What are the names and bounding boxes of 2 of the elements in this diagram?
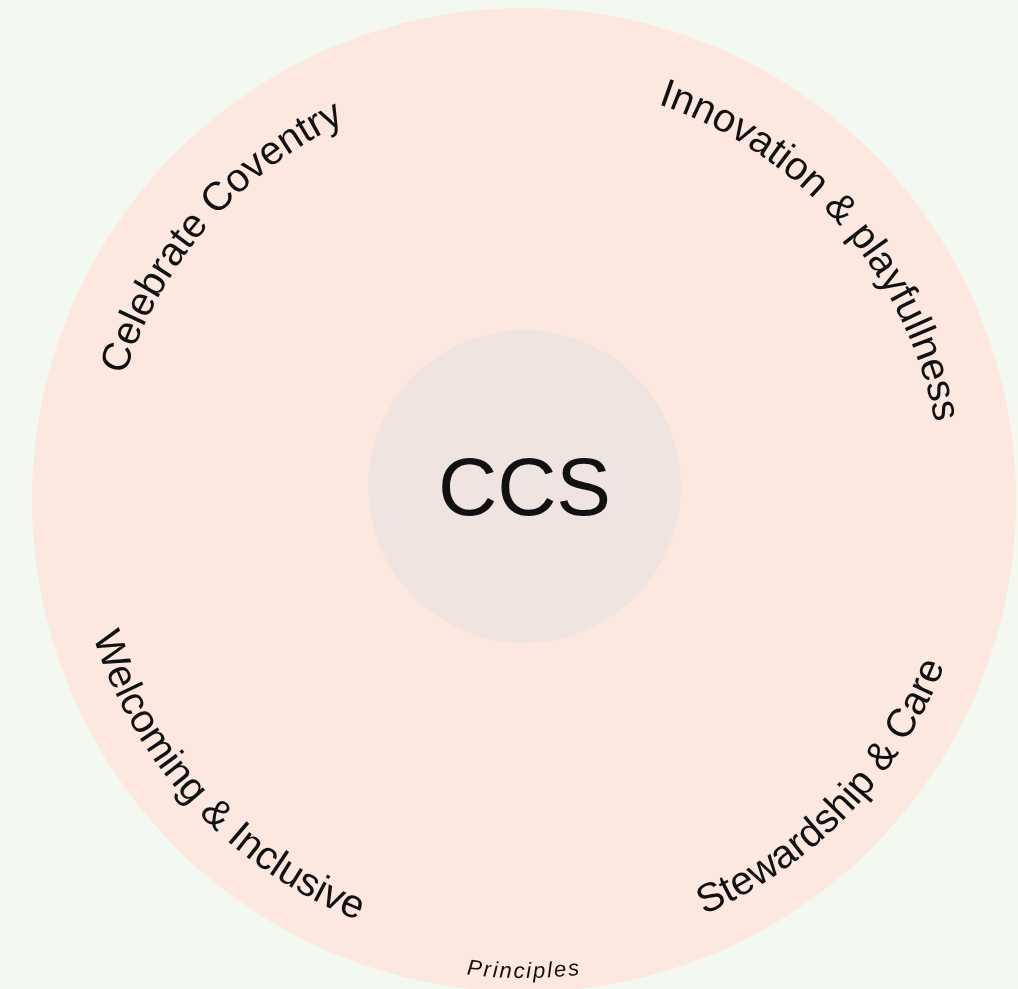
ring-caption: Principles	[465, 954, 583, 984]
center-label: CCS	[437, 439, 612, 534]
